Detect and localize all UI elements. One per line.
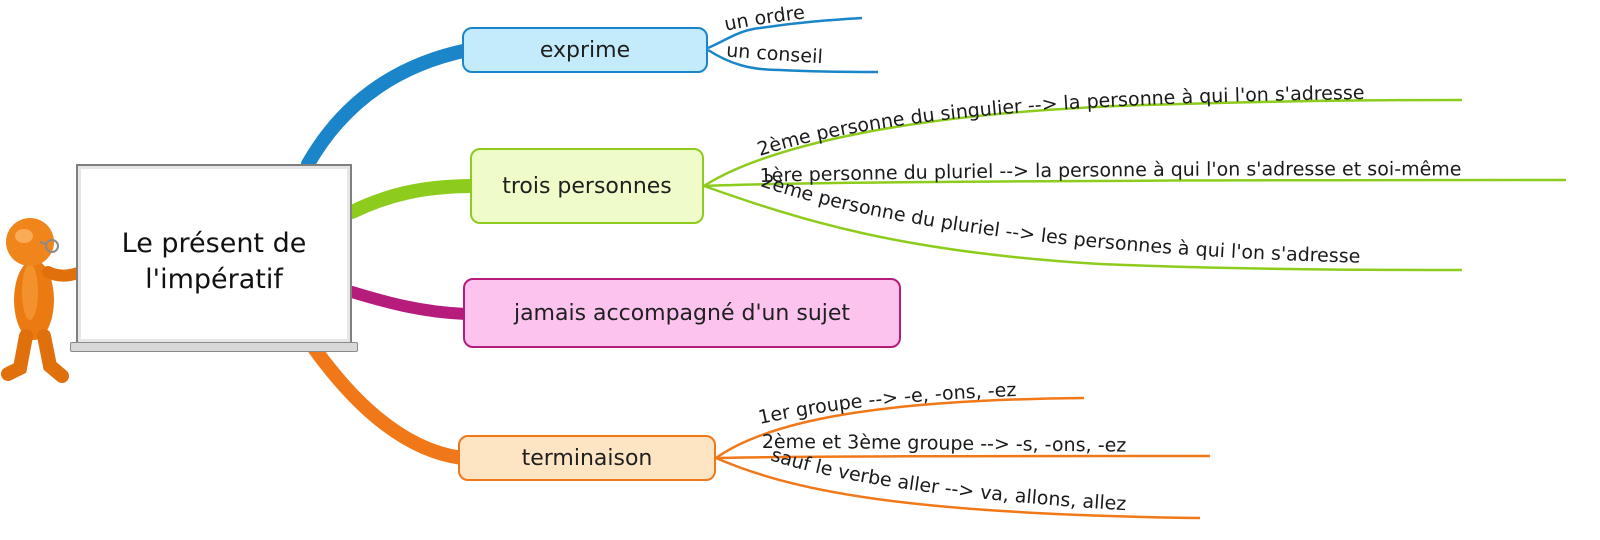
branch-label-exprime: exprime [539,37,631,63]
leaf-label-tp2: 1ère personne du pluriel --> la personne… [760,158,1462,187]
leaf-connector-tp1 [703,98,1463,188]
central-topic-board [76,164,352,344]
leaf-label-ordre: un ordre [722,2,806,36]
branch-node-exprime[interactable]: exprime [462,27,708,73]
branch-label-jamais: jamais accompagné d'un sujet [513,300,851,326]
branch-node-terminaison[interactable]: terminaison [458,435,716,481]
leaf-connector-t1 [715,396,1085,460]
leaf-label-t1: 1er groupe --> -e, -ons, -ez [756,379,1016,429]
branch-node-jamais[interactable]: jamais accompagné d'un sujet [463,278,901,348]
leaf-label-t2: 2ème et 3ème groupe --> -s, -ons, -ez [762,431,1127,457]
branch-connector-terminaison [307,341,469,465]
board-ledge [70,342,358,352]
leaf-connector-tp2 [703,178,1567,188]
leaf-label-tp1: 2ème personne du singulier --> la person… [755,82,1365,161]
leaf-connector-t3 [715,456,1201,520]
branch-label-trois-personnes: trois personnes [502,173,672,199]
leaf-connector-conseil [707,48,879,74]
central-topic-title[interactable]: Le présent de l'impératif [76,226,352,298]
branch-label-terminaison: terminaison [521,445,653,471]
branch-connector-jamais [346,286,472,320]
leaf-connector-ordre [707,16,863,50]
leaf-connector-t2 [715,454,1211,460]
leaf-connector-tp3 [703,184,1463,272]
branch-node-trois-personnes[interactable]: trois personnes [470,148,704,224]
branch-connector-trois-personnes [345,179,481,219]
branch-connector-exprime [301,43,475,171]
central-title-line1: Le présent de [121,228,307,259]
central-title-line2: l'impératif [145,264,283,295]
